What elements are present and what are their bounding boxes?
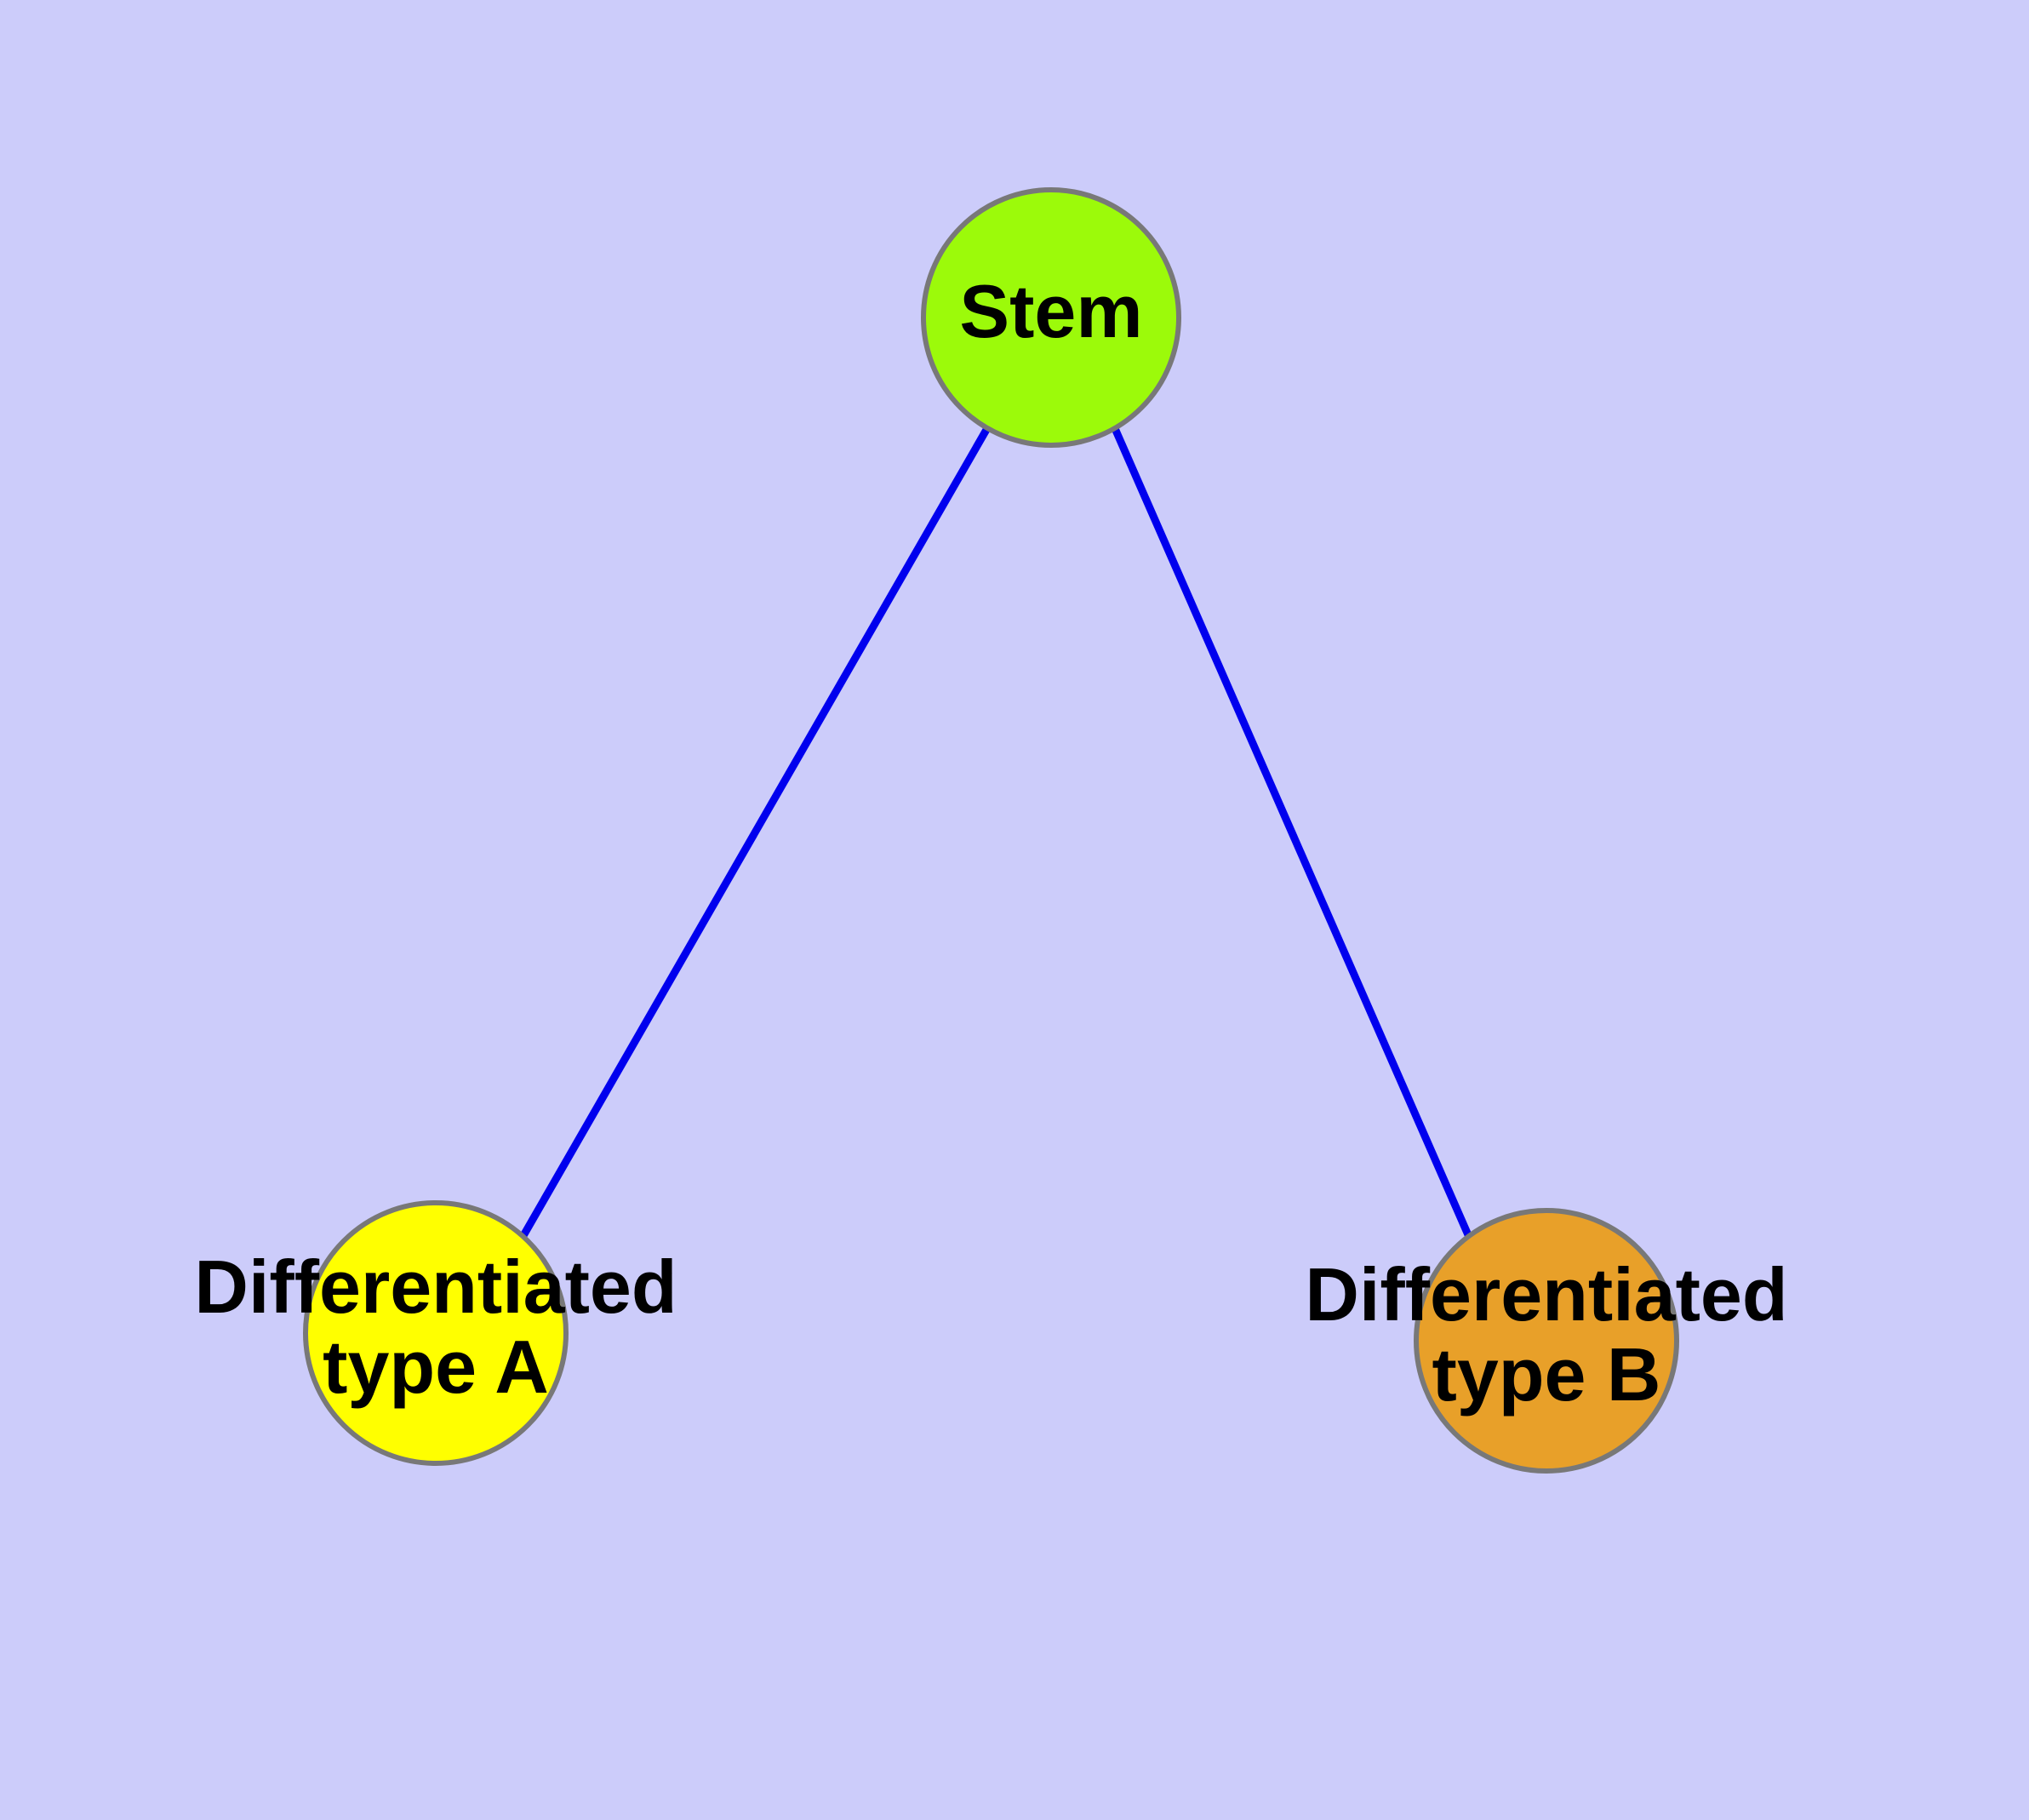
node-stem[interactable] <box>921 187 1181 448</box>
edge-stem-to-differentiated-type-a[interactable] <box>518 426 991 1241</box>
edge-stem-to-differentiated-type-b[interactable] <box>1110 425 1473 1239</box>
node-differentiated-type-a[interactable] <box>303 1200 569 1466</box>
edge-layer <box>518 425 1473 1241</box>
node-differentiated-type-b[interactable] <box>1414 1208 1679 1474</box>
node-layer <box>303 187 1679 1474</box>
node-label-stem: Stem <box>959 269 1142 353</box>
